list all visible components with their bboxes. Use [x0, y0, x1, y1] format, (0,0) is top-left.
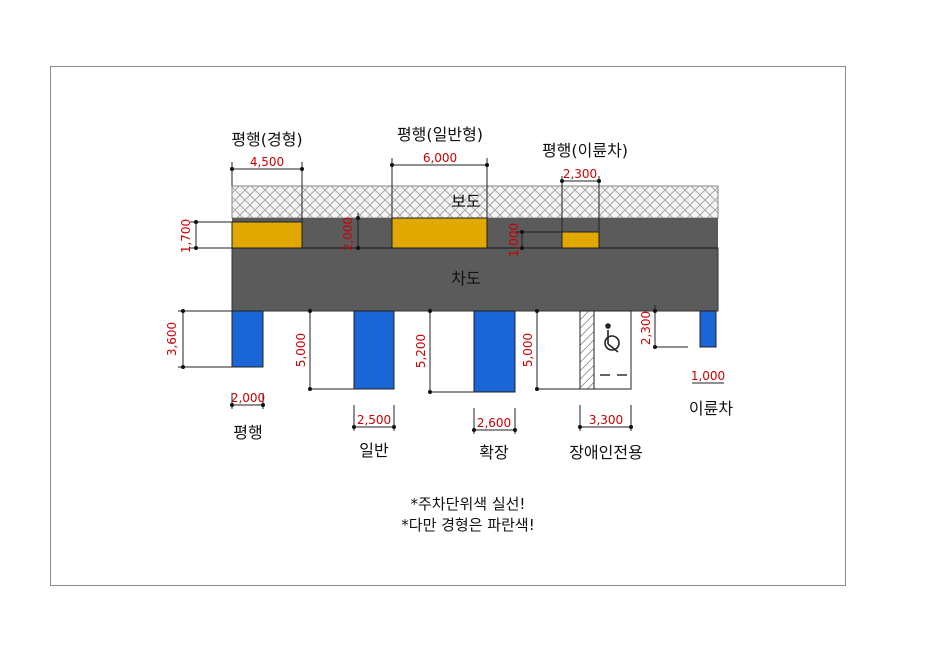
depth-dim-motorcycle: 1,000: [507, 223, 521, 257]
wheelchair-icon: [604, 323, 620, 353]
perp-label-accessible: 장애인전용: [569, 443, 643, 462]
note-solid-line: *주차단위색 실선!: [411, 495, 526, 513]
dimension-ticks-top: [230, 163, 601, 183]
width-dim-parallel-perp: 2,000: [231, 391, 265, 405]
length-dim-motorcycle: 2,300: [639, 311, 653, 345]
accessible-hatch: [579, 310, 595, 390]
width-dim-general: 2,500: [357, 413, 391, 427]
width-dim-accessible: 3,300: [589, 413, 623, 427]
parallel-title-motorcycle: 평행(이륜차): [542, 141, 628, 160]
depth-dim-compact: 1,700: [179, 219, 193, 253]
width-dim-standard: 6,000: [423, 151, 457, 165]
sidewalk-label: 보도: [451, 192, 480, 211]
parallel-slot-motorcycle: [561, 231, 600, 249]
width-dim-motorcycle: 2,300: [563, 167, 597, 181]
parallel-slot-standard: [391, 217, 488, 249]
perp-label-motorcycle: 이륜차: [689, 399, 733, 418]
depth-dim-standard: 2,000: [341, 217, 355, 251]
parallel-title-compact: 평행(경형): [231, 130, 302, 149]
length-dim-extended: 5,200: [414, 334, 428, 368]
road-label: 차도: [451, 269, 480, 288]
diagram-frame: [50, 66, 846, 586]
length-dimension-lines: [178, 305, 688, 393]
perp-slot-extended: [473, 310, 516, 393]
width-dim-extended: 2,600: [477, 416, 511, 430]
perp-label-extended: 확장: [479, 443, 509, 462]
width-dim-motorcycle-perp: 1,000: [691, 369, 725, 383]
perp-label-general: 일반: [359, 441, 389, 460]
perp-slot-motorcycle: [699, 310, 717, 348]
note-compact-blue: *다만 경형은 파란색!: [401, 516, 534, 534]
perp-slot-parallel: [231, 310, 264, 368]
length-dim-accessible: 5,000: [521, 333, 535, 367]
length-dim-parallel: 3,600: [165, 322, 179, 356]
width-dim-compact: 4,500: [250, 155, 284, 169]
perp-label-parallel: 평행: [233, 423, 262, 442]
bottom-width-dimension-lines: [231, 382, 724, 434]
length-dim-general: 5,000: [294, 333, 308, 367]
parallel-title-standard: 평행(일반형): [397, 125, 483, 144]
parallel-slot-compact: [231, 221, 303, 249]
width-dimension-lines: [231, 158, 600, 232]
perp-slot-general: [353, 310, 395, 390]
